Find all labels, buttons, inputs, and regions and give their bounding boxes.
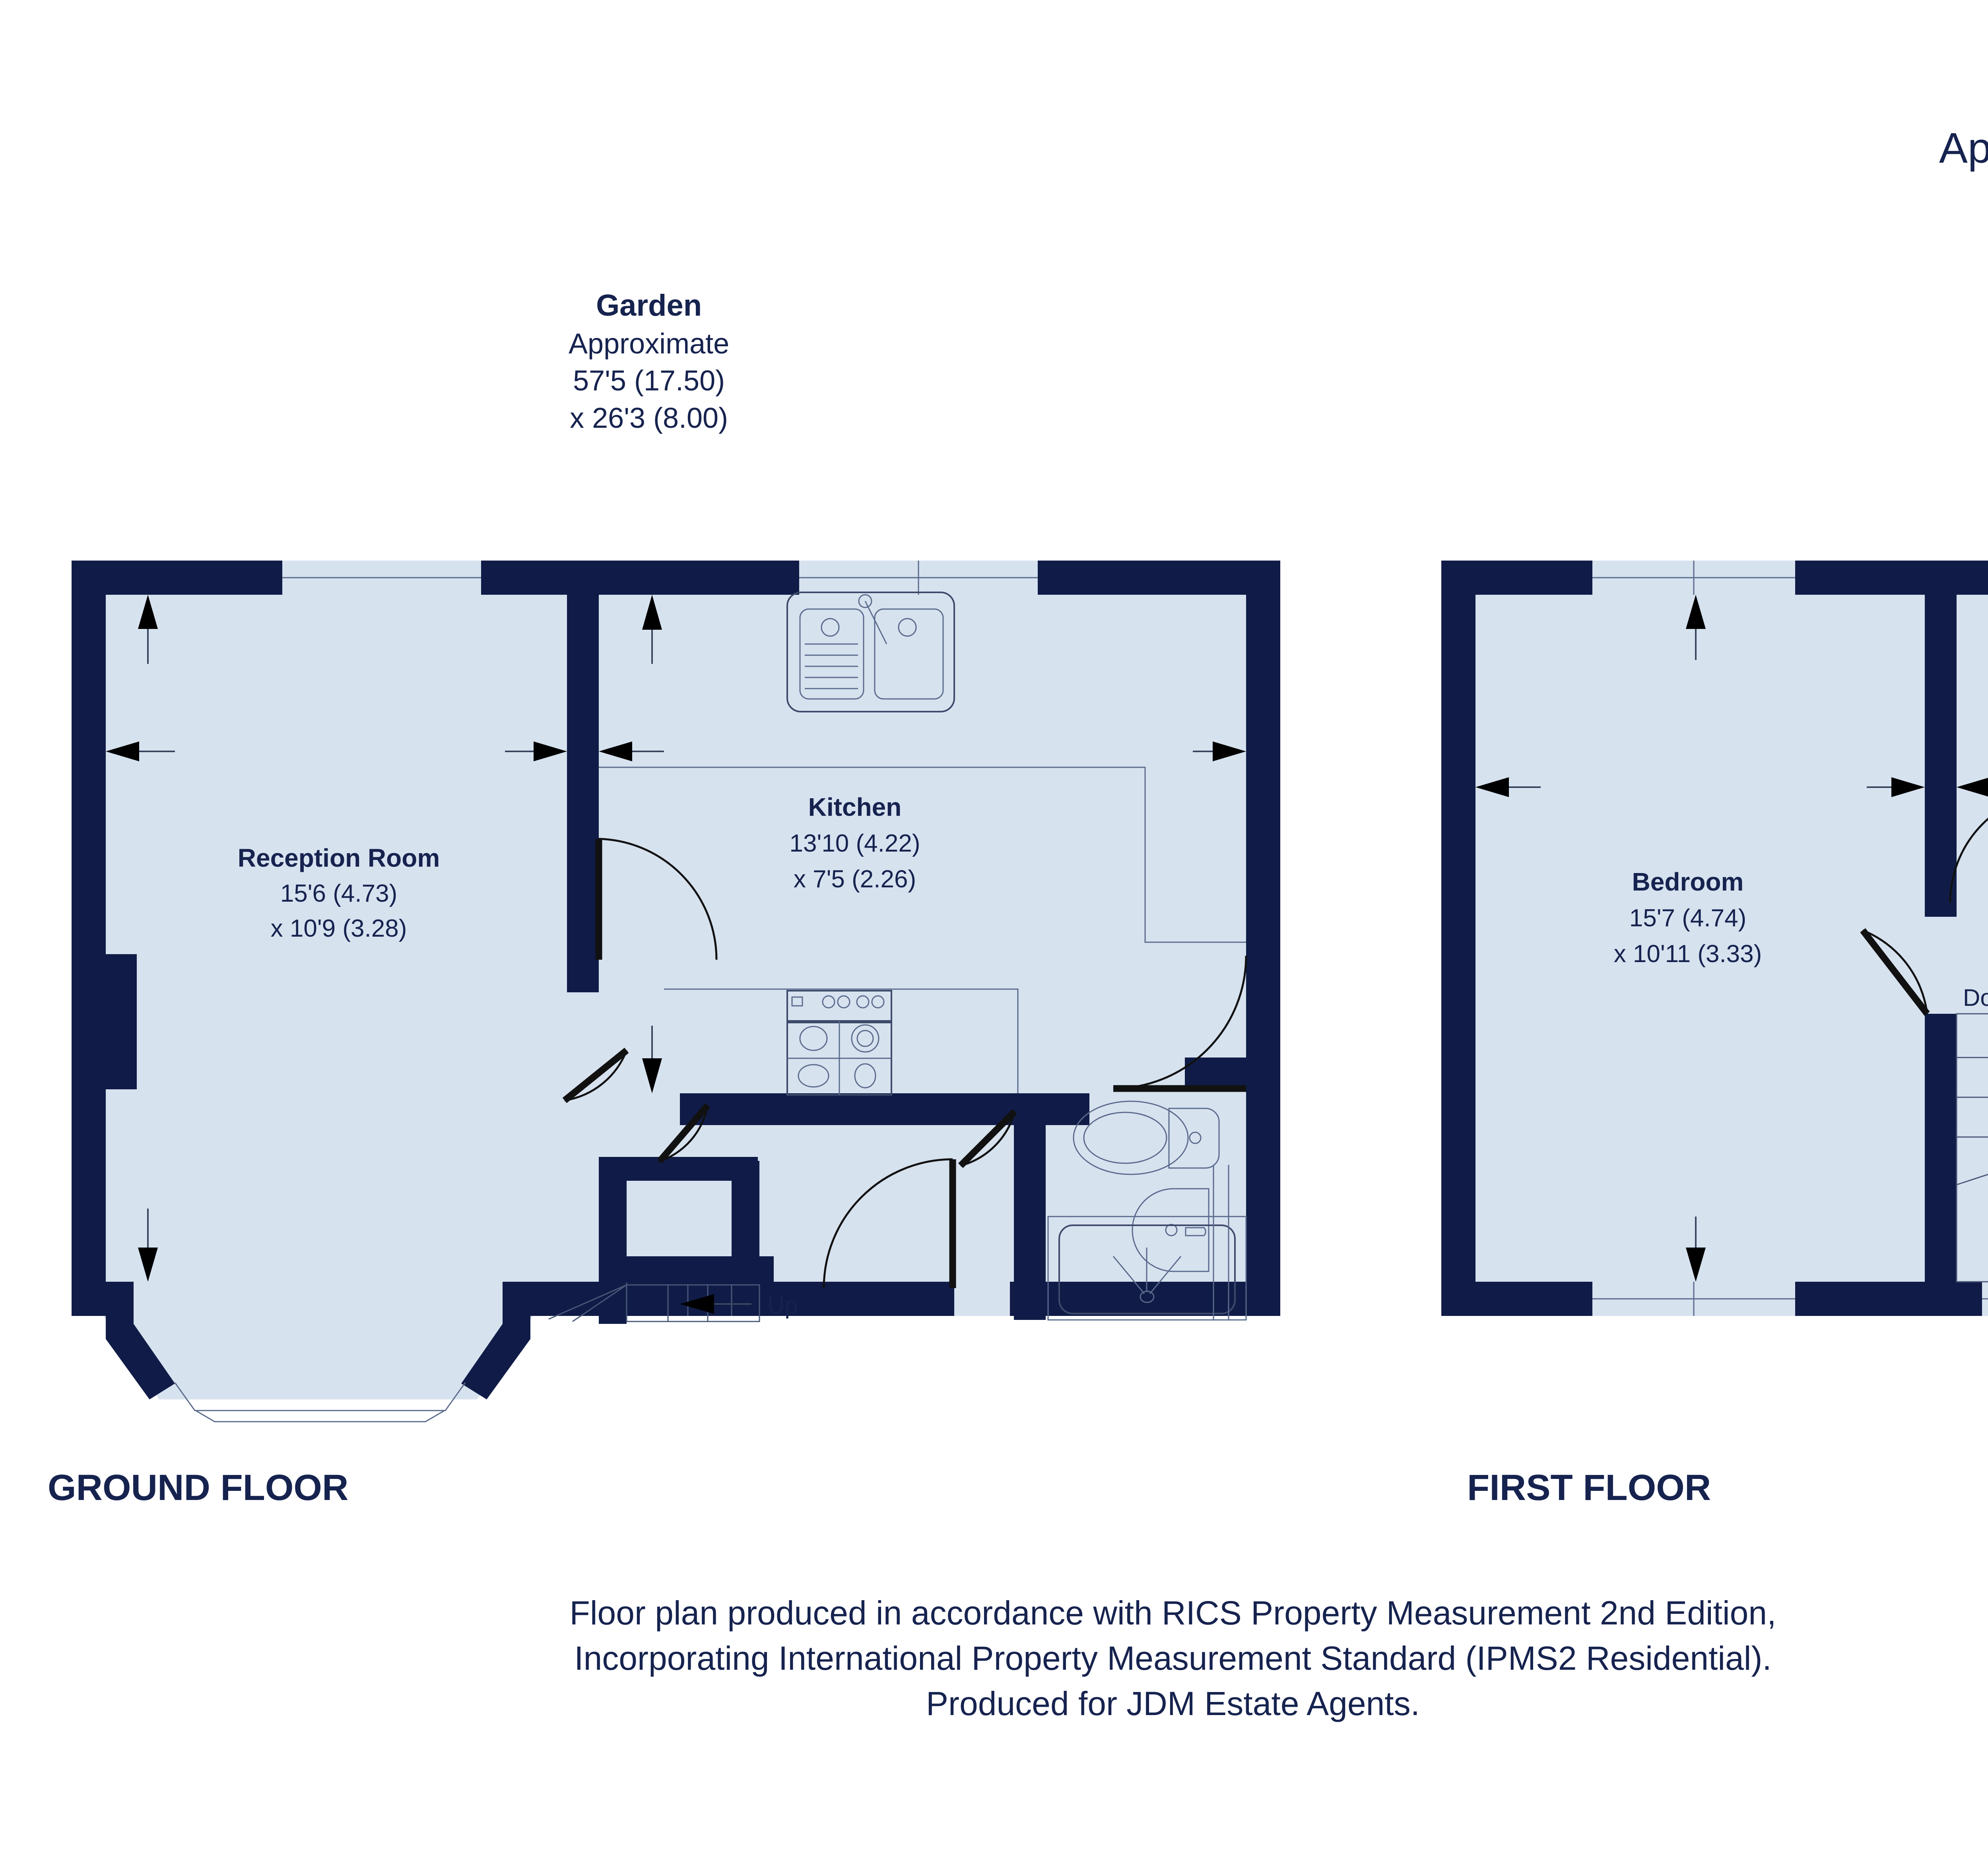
dimension-reception-width bbox=[106, 741, 567, 761]
garden-width: x 26'3 (8.00) bbox=[570, 402, 728, 434]
room-dim2-reception: x 10'9 (3.28) bbox=[271, 915, 407, 942]
footer-line-3: Produced for JDM Estate Agents. bbox=[926, 1685, 1420, 1723]
room-name-bedroom-1: Bedroom bbox=[1632, 867, 1744, 896]
dimension-reception-depth bbox=[138, 595, 158, 1282]
first-floor-plan: Bedroom 15'7 (4.74) x 10'11 (3.33) Bedro… bbox=[1425, 545, 1988, 1344]
room-dim1-bedroom-1: 15'7 (4.74) bbox=[1629, 904, 1746, 932]
footer-line-1: Floor plan produced in accordance with R… bbox=[569, 1594, 1776, 1632]
room-dim1-reception: 15'6 (4.73) bbox=[280, 880, 397, 907]
garden-approximate: Approximate bbox=[569, 328, 730, 360]
room-dim2-kitchen: x 7'5 (2.26) bbox=[794, 865, 916, 893]
room-dim1-kitchen: 13'10 (4.22) bbox=[790, 830, 920, 857]
room-name-kitchen: Kitchen bbox=[808, 793, 902, 821]
dimension-bedroom1-width bbox=[1475, 777, 1925, 797]
staircase-down bbox=[1956, 1013, 1988, 1283]
room-name-reception: Reception Room bbox=[238, 844, 440, 872]
room-dim2-bedroom-1: x 10'11 (3.33) bbox=[1614, 940, 1762, 968]
ground-floor-plan: Reception Room 15'6 (4.73) x 10'9 (3.28)… bbox=[56, 545, 1320, 1423]
hob-icon bbox=[786, 990, 892, 1096]
dimension-kitchen-depth bbox=[642, 595, 662, 1093]
wc-icon bbox=[1073, 1100, 1220, 1175]
footer-line-2: Incorporating International Property Mea… bbox=[574, 1640, 1772, 1677]
kitchen-sink-icon bbox=[786, 592, 955, 712]
dimension-kitchen-width bbox=[599, 741, 1246, 761]
shower-tray-icon bbox=[1047, 1216, 1247, 1321]
dimension-bedroom1-depth bbox=[1686, 595, 1706, 1282]
footer-disclaimer: Floor plan produced in accordance with R… bbox=[0, 1590, 1988, 1727]
header: Wendover Road, SE9 Approximate Area = 78… bbox=[1939, 44, 1988, 169]
first-floor-label: FIRST FLOOR bbox=[1467, 1467, 1711, 1508]
stair-direction-up bbox=[680, 1294, 751, 1314]
stair-label-down: Down bbox=[1963, 984, 1988, 1011]
approximate-area: Approximate Area = 789 sq ft / 73.3 sq m bbox=[1939, 124, 1988, 172]
garden-note: Garden Approximate 57'5 (17.50) x 26'3 (… bbox=[569, 286, 729, 437]
stair-label-up: Up bbox=[767, 1292, 798, 1319]
dimension-bedroom2-width bbox=[1957, 778, 1988, 797]
page-title: Wendover Road, SE9 bbox=[1939, 44, 1988, 103]
garden-title: Garden bbox=[596, 289, 702, 322]
garden-length: 57'5 (17.50) bbox=[573, 365, 725, 397]
ground-floor-label: GROUND FLOOR bbox=[48, 1467, 349, 1508]
